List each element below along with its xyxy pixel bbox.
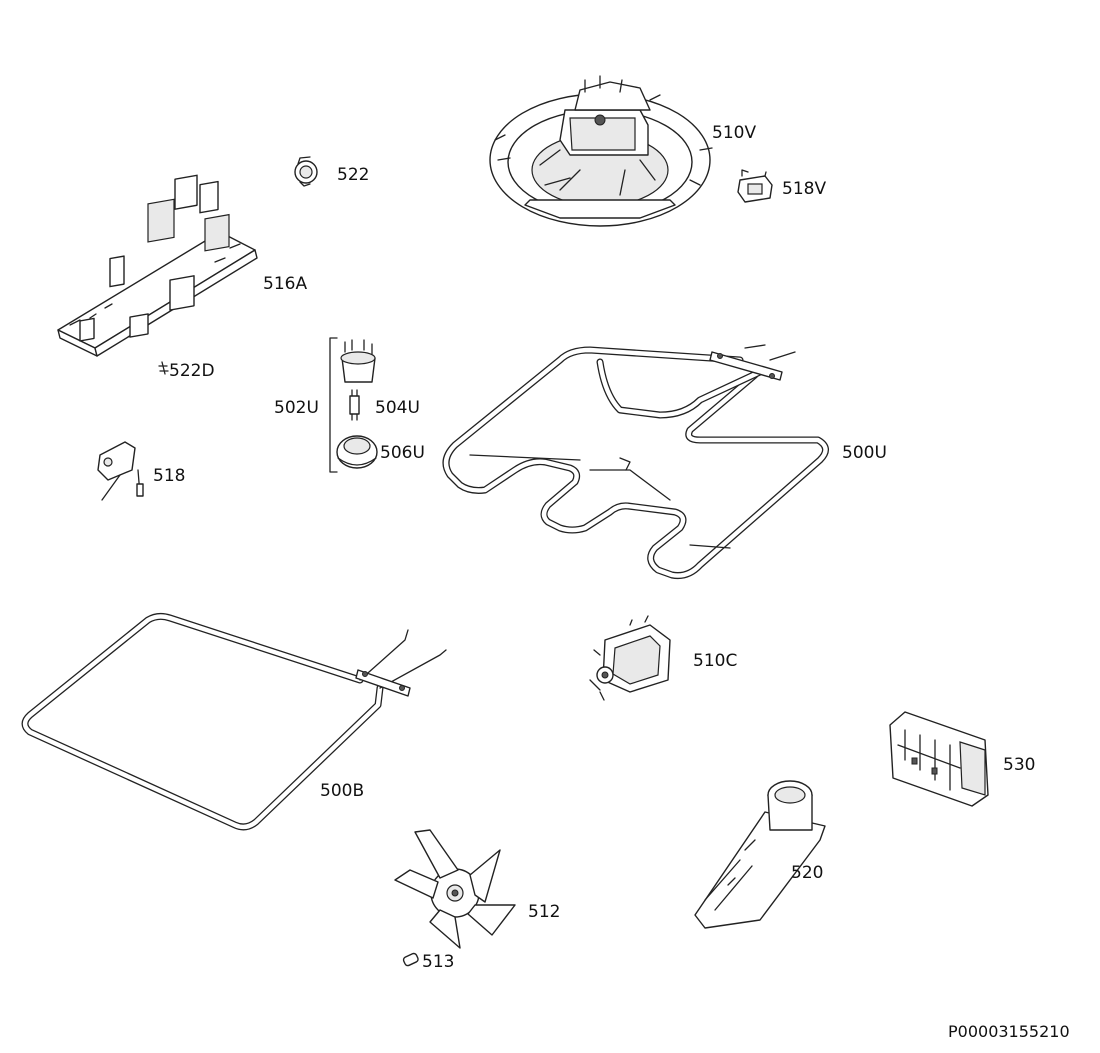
part-500u-top-heating-element	[442, 344, 829, 579]
label-506u: 506U	[380, 443, 425, 463]
label-510c: 510C	[693, 651, 737, 671]
document-code: P00003155210	[948, 1022, 1070, 1041]
part-512-fan-blade	[394, 829, 516, 949]
part-500b-bottom-heating-element	[21, 612, 447, 831]
label-502u: 502U	[274, 398, 319, 418]
part-502u-lamp-holder	[340, 339, 376, 383]
part-520-timer	[694, 780, 826, 929]
label-510v: 510V	[712, 123, 756, 143]
part-513-nut	[402, 952, 419, 967]
part-516a-circuit-board	[57, 174, 258, 357]
group-502u-bracket	[329, 337, 338, 473]
label-518v: 518V	[782, 179, 826, 199]
part-522-clip	[294, 156, 318, 187]
part-518-bracket	[97, 441, 144, 501]
label-512: 512	[528, 902, 560, 922]
part-506u-lamp-cover	[336, 435, 378, 469]
label-522: 522	[337, 165, 369, 185]
part-518v-bracket	[737, 169, 773, 203]
label-516a: 516A	[263, 274, 307, 294]
part-504u-bulb	[349, 389, 360, 421]
part-510v-fan-motor	[489, 75, 713, 227]
label-518: 518	[153, 466, 185, 486]
part-510c-motor	[589, 615, 671, 701]
label-500b: 500B	[320, 781, 364, 801]
label-513: 513	[422, 952, 454, 972]
label-530: 530	[1003, 755, 1035, 775]
label-504u: 504U	[375, 398, 420, 418]
label-520: 520	[791, 863, 823, 883]
label-522d: 522D	[169, 361, 215, 381]
part-530-control-module	[889, 711, 989, 807]
label-500u: 500U	[842, 443, 887, 463]
part-522d-screw	[158, 361, 169, 375]
